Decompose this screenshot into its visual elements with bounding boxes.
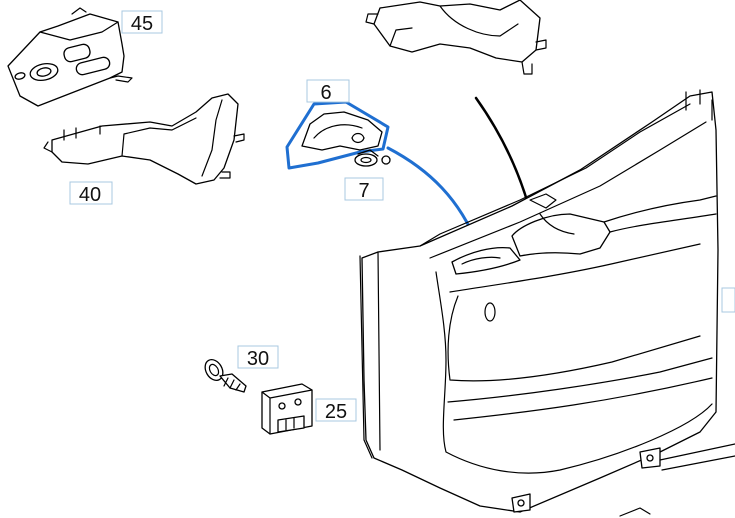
part-number-40: 40 (79, 184, 101, 206)
door-trim-panel[interactable] (359, 89, 735, 517)
part-number-45: 45 (131, 13, 153, 35)
bracket-part-25[interactable] (261, 383, 313, 435)
cropped-part-label (721, 287, 735, 313)
part-number-6: 6 (320, 82, 331, 104)
part-label-7: 7 (344, 177, 384, 202)
armrest-trim-part-40[interactable] (43, 93, 245, 185)
part-number-25: 25 (325, 401, 347, 423)
clip-part-7[interactable] (354, 149, 391, 167)
part-number-30: 30 (247, 348, 269, 370)
part-label-40: 40 (69, 181, 113, 206)
part-number-7: 7 (358, 180, 369, 202)
part-6-highlight-outline (285, 100, 390, 170)
part-label-45: 45 (121, 10, 163, 35)
part-label-30: 30 (237, 345, 279, 370)
screw-part-30[interactable] (202, 356, 247, 393)
part-label-6: 6 (306, 79, 350, 104)
door-handle-part-6[interactable] (285, 100, 390, 170)
switch-panel-part-45[interactable] (7, 7, 133, 107)
part-label-25: 25 (315, 398, 357, 423)
grab-handle-part-top[interactable] (365, 0, 547, 75)
